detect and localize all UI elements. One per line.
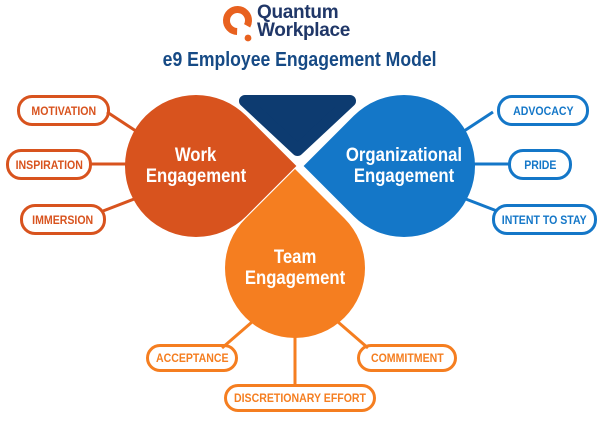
diagram-title: e9 Employee Engagement Model bbox=[0, 49, 600, 72]
logo-line2: Workplace bbox=[257, 19, 351, 41]
pill-commitment-label: COMMITMENT bbox=[370, 351, 444, 365]
quantum-q-icon bbox=[222, 5, 252, 42]
connector-acceptance bbox=[221, 320, 253, 350]
pill-inspiration-label: INSPIRATION bbox=[15, 157, 83, 172]
org-label-line2: Engagement bbox=[353, 166, 455, 187]
pill-intent-to-stay: INTENT TO STAY bbox=[492, 204, 597, 235]
pill-acceptance: ACCEPTANCE bbox=[146, 344, 238, 372]
diagram-title-text: e9 Employee Engagement Model bbox=[163, 49, 437, 71]
connector-commitment bbox=[337, 320, 369, 350]
q-dot bbox=[244, 34, 252, 42]
org-label-line1: Organizational bbox=[345, 145, 463, 166]
team-engagement-petal bbox=[225, 169, 366, 338]
pill-immersion: IMMERSION bbox=[20, 204, 106, 235]
pill-discretionary-effort: DISCRETIONARY EFFORT bbox=[224, 384, 376, 412]
pill-pride-label: PRIDE bbox=[523, 157, 557, 172]
organizational-engagement-label: Organizational Engagement bbox=[324, 145, 484, 187]
pill-commitment: COMMITMENT bbox=[357, 344, 457, 372]
center-triangle bbox=[239, 95, 356, 156]
team-engagement-label: Team Engagement bbox=[215, 247, 375, 289]
work-engagement-label: Work Engagement bbox=[116, 145, 276, 187]
quantum-workplace-wordmark: Quantum Workplace bbox=[257, 2, 351, 41]
pill-acceptance-label: ACCEPTANCE bbox=[155, 351, 229, 365]
team-label-line2: Engagement bbox=[244, 268, 346, 289]
pill-pride: PRIDE bbox=[508, 149, 572, 180]
organizational-engagement-petal bbox=[303, 95, 476, 238]
work-engagement-petal bbox=[124, 95, 297, 238]
pill-inspiration: INSPIRATION bbox=[6, 149, 92, 180]
pill-discretionary-effort-label: DISCRETIONARY EFFORT bbox=[234, 391, 367, 405]
pill-immersion-label: IMMERSION bbox=[32, 212, 94, 227]
work-label-line1: Work bbox=[175, 145, 217, 166]
pill-motivation: MOTIVATION bbox=[17, 95, 110, 126]
pill-intent-to-stay-label: INTENT TO STAY bbox=[502, 212, 587, 227]
team-label-line1: Team bbox=[273, 247, 317, 268]
logo-line1: Quantum bbox=[257, 2, 339, 23]
q-ring bbox=[222, 5, 252, 35]
pill-advocacy: ADVOCACY bbox=[497, 95, 589, 126]
work-label-line2: Engagement bbox=[145, 166, 247, 187]
pill-motivation-label: MOTIVATION bbox=[31, 103, 96, 118]
pill-advocacy-label: ADVOCACY bbox=[512, 103, 574, 118]
